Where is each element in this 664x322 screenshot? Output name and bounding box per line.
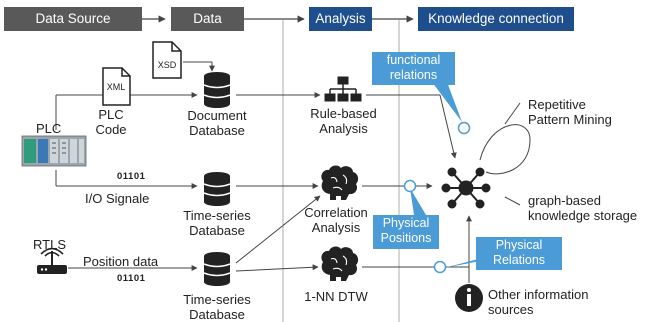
timeseries-database-label-line1: Time-series (183, 208, 251, 223)
callout-functional-relations: functional relations (372, 52, 455, 85)
plc-code-label: PLC Code (86, 107, 136, 137)
callout-physical-positions-line1: Physical (382, 216, 430, 230)
timeseries-database-2-label-line1: Time-series (183, 292, 251, 307)
repetitive-pattern-mining-line2: Pattern Mining (528, 112, 612, 127)
other-information-sources-label: Other information sources (488, 287, 588, 317)
plc-code-label-line1: PLC (98, 107, 124, 122)
timeseries-database-2-label-line2: Database (189, 307, 245, 322)
graph-knowledge-storage-line1: graph-based (528, 193, 601, 208)
nn-dtw-label: 1-NN DTW (304, 289, 368, 304)
header-knowledge-connection: Knowledge connection (418, 7, 574, 31)
graph-knowledge-storage-label: graph-based knowledge storage (528, 193, 637, 223)
relation-marker-physical (433, 260, 447, 274)
callout-pointer (410, 188, 426, 215)
rule-based-analysis-label-line1: Rule-based (310, 106, 377, 121)
header-analysis: Analysis (309, 7, 372, 31)
graph-knowledge-storage-line2: knowledge storage (528, 208, 638, 223)
callout-physical-relations: Physical Relations (476, 237, 562, 270)
svg-text:XML: XML (107, 82, 126, 92)
timeseries-database-2-label: Time-series Database (172, 292, 262, 322)
rule-based-analysis-label: Rule-based Analysis (296, 106, 391, 136)
document-database-label: Document Database (172, 108, 262, 138)
correlation-analysis-label: Correlation Analysis (296, 205, 376, 235)
callout-pointer (432, 82, 462, 122)
document-database-icon (203, 72, 231, 108)
rule-based-analysis-label-line2: Analysis (319, 121, 368, 136)
arrow-rule-to-graph (439, 94, 457, 159)
brain-icon (321, 165, 359, 200)
repetitive-pattern-mining-label: Repetitive Pattern Mining (528, 97, 612, 127)
io-signals-label: I/O Signale (85, 191, 150, 206)
document-database-label-line2: Database (189, 123, 245, 138)
callout-functional-line2: relations (389, 68, 438, 82)
timeseries-database-label-line2: Database (189, 223, 245, 238)
brain-icon (321, 246, 359, 281)
info-icon (455, 284, 483, 312)
callout-physical-positions-line2: Positions (380, 231, 432, 245)
self-loop-arrow (479, 124, 531, 175)
other-information-sources-line1: Other information (488, 287, 589, 302)
callout-functional-line1: functional (386, 53, 441, 67)
xsd-file-icon: XSD (152, 41, 182, 79)
graph-hub-icon (441, 167, 491, 209)
binary-code-position: 01101 (117, 273, 146, 284)
rtls-label: RTLS (33, 237, 66, 252)
plc-hardware-icon (21, 135, 87, 167)
xml-file-icon: XML (102, 67, 131, 106)
other-information-sources-line2: sources (488, 302, 534, 317)
relation-marker-positions (403, 179, 417, 193)
repetitive-pattern-mining-line1: Repetitive (528, 97, 586, 112)
position-data-label: Position data (83, 254, 159, 269)
plc-code-label-line2: Code (95, 122, 127, 137)
correlation-analysis-label-line2: Analysis (311, 220, 361, 235)
timeseries-database-label: Time-series Database (172, 208, 262, 238)
svg-text:XSD: XSD (158, 60, 177, 70)
plc-label: PLC (36, 121, 62, 136)
header-data: Data (171, 7, 244, 31)
binary-code-io: 01101 (117, 171, 146, 182)
router-icon (37, 247, 67, 274)
timeseries-database-icon (203, 252, 231, 286)
header-data-source: Data Source (4, 7, 142, 31)
correlation-analysis-label-line1: Correlation (304, 205, 368, 220)
callout-physical-relations-line1: Physical (495, 238, 543, 252)
relation-marker-functional (457, 121, 471, 135)
arrow-timeseries2-to-correlation (235, 195, 321, 264)
callout-physical-positions: Physical Positions (373, 215, 439, 249)
callout-physical-relations-line2: Relations (492, 253, 546, 267)
document-database-label-line1: Document (187, 108, 247, 123)
hierarchy-icon (324, 76, 362, 102)
arrow-timeseries2-to-dtw (235, 264, 319, 272)
timeseries-database-icon (203, 172, 231, 206)
